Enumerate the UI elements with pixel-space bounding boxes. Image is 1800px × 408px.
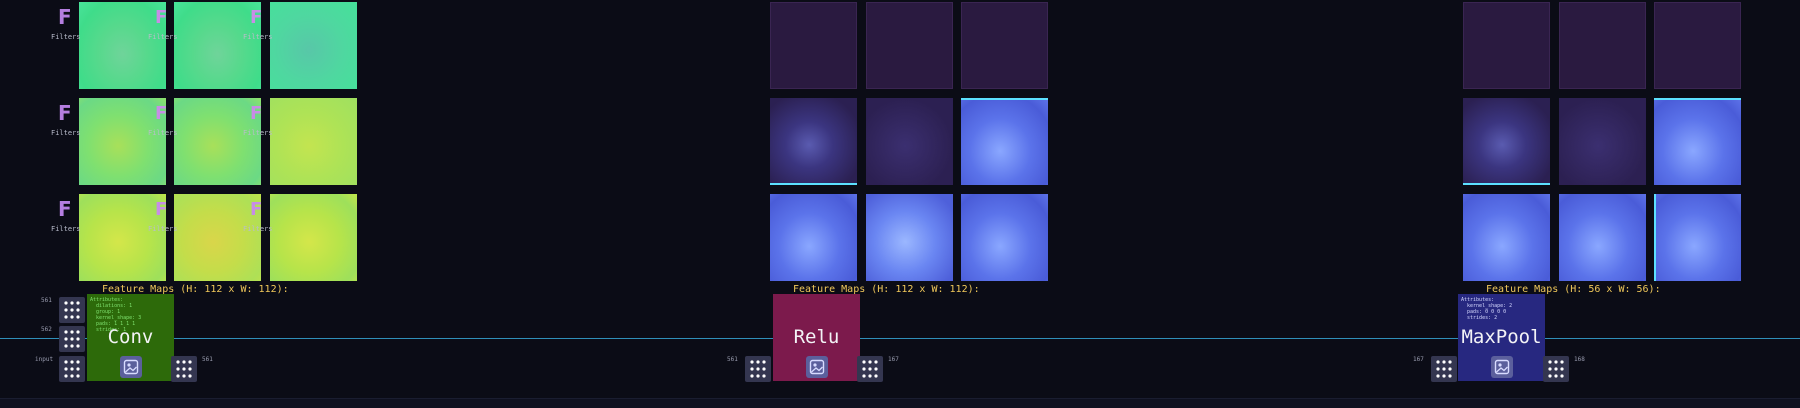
filters-label: Filters [51, 33, 81, 41]
port-label: 168 [1574, 356, 1585, 363]
feature-map-tile[interactable] [961, 194, 1048, 281]
connection-line [0, 338, 1800, 339]
f-letter-icon[interactable]: F [250, 199, 263, 220]
f-letter-icon[interactable]: F [155, 7, 168, 28]
feature-map-tile[interactable] [866, 98, 953, 185]
feature-map-tile[interactable] [770, 194, 857, 281]
filters-label: Filters [148, 225, 178, 233]
feature-map-tile[interactable] [1463, 194, 1550, 281]
dot-grid-icon[interactable] [59, 326, 85, 352]
feature-map-tile[interactable] [866, 194, 953, 281]
conv-attributes: Attributes: dilations: 1 group: 1 kernel… [90, 297, 142, 333]
bottom-bar [0, 398, 1800, 408]
dot-grid-icon[interactable] [59, 356, 85, 382]
port-label: 167 [1413, 356, 1424, 363]
dot-grid-icon[interactable] [59, 297, 85, 323]
feature-map-tile[interactable] [270, 98, 357, 185]
feature-map-tile[interactable] [961, 2, 1048, 89]
port-label: 562 [41, 326, 52, 333]
port-label: input [35, 356, 54, 363]
filters-label: Filters [148, 33, 178, 41]
feature-map-tile[interactable] [270, 194, 357, 281]
port-label: 561 [41, 297, 52, 304]
feature-map-tile[interactable] [174, 194, 261, 281]
feature-map-tile[interactable] [1654, 98, 1741, 185]
filters-label: Filters [148, 129, 178, 137]
maxpool-node[interactable]: Attributes: kernel_shape: 2 pads: 0 0 0 … [1458, 294, 1545, 381]
feature-map-tile[interactable] [1654, 194, 1741, 281]
f-letter-icon[interactable]: F [58, 101, 72, 125]
image-icon[interactable] [806, 356, 828, 378]
feature-map-tile[interactable] [1463, 98, 1550, 185]
feature-map-tile[interactable] [1463, 2, 1550, 89]
relu-node-title: Relu [793, 326, 840, 348]
feature-map-tile[interactable] [270, 2, 357, 89]
filters-label: Filters [243, 129, 273, 137]
maxpool-attributes: Attributes: kernel_shape: 2 pads: 0 0 0 … [1461, 297, 1513, 321]
feature-map-tile[interactable] [174, 2, 261, 89]
relu-feature-maps-label: Feature Maps (H: 112 x W: 112): [793, 284, 980, 295]
feature-map-tile[interactable] [770, 98, 857, 185]
dot-grid-icon[interactable] [1431, 356, 1457, 382]
filters-label: Filters [51, 129, 81, 137]
relu-node[interactable]: Relu [773, 294, 860, 381]
conv-feature-maps-label: Feature Maps (H: 112 x W: 112): [102, 284, 289, 295]
port-label: 167 [888, 356, 899, 363]
image-icon[interactable] [1491, 356, 1513, 378]
feature-map-tile[interactable] [1654, 2, 1741, 89]
f-letter-icon[interactable]: F [58, 197, 72, 221]
feature-map-tile[interactable] [770, 2, 857, 89]
feature-map-tile[interactable] [174, 98, 261, 185]
f-letter-icon[interactable]: F [250, 7, 263, 28]
dot-grid-icon[interactable] [171, 356, 197, 382]
maxpool-node-title: MaxPool [1461, 326, 1542, 348]
feature-map-tile[interactable] [79, 2, 166, 89]
port-label: 561 [202, 356, 213, 363]
filters-label: Filters [51, 225, 81, 233]
f-letter-icon[interactable]: F [250, 103, 263, 124]
feature-map-tile[interactable] [79, 98, 166, 185]
feature-map-tile[interactable] [1559, 2, 1646, 89]
feature-map-tile[interactable] [866, 2, 953, 89]
conv-node[interactable]: Attributes: dilations: 1 group: 1 kernel… [87, 294, 174, 381]
f-letter-icon[interactable]: F [155, 103, 168, 124]
conv-node-title: Conv [107, 326, 154, 348]
feature-map-tile[interactable] [1559, 194, 1646, 281]
image-icon[interactable] [120, 356, 142, 378]
dot-grid-icon[interactable] [857, 356, 883, 382]
dot-grid-icon[interactable] [745, 356, 771, 382]
filters-label: Filters [243, 33, 273, 41]
port-label: 561 [727, 356, 738, 363]
f-letter-icon[interactable]: F [155, 199, 168, 220]
dot-grid-icon[interactable] [1543, 356, 1569, 382]
f-letter-icon[interactable]: F [58, 5, 72, 29]
feature-map-tile[interactable] [79, 194, 166, 281]
pool-feature-maps-label: Feature Maps (H: 56 x W: 56): [1486, 284, 1661, 295]
filters-label: Filters [243, 225, 273, 233]
feature-map-tile[interactable] [1559, 98, 1646, 185]
feature-map-tile[interactable] [961, 98, 1048, 185]
